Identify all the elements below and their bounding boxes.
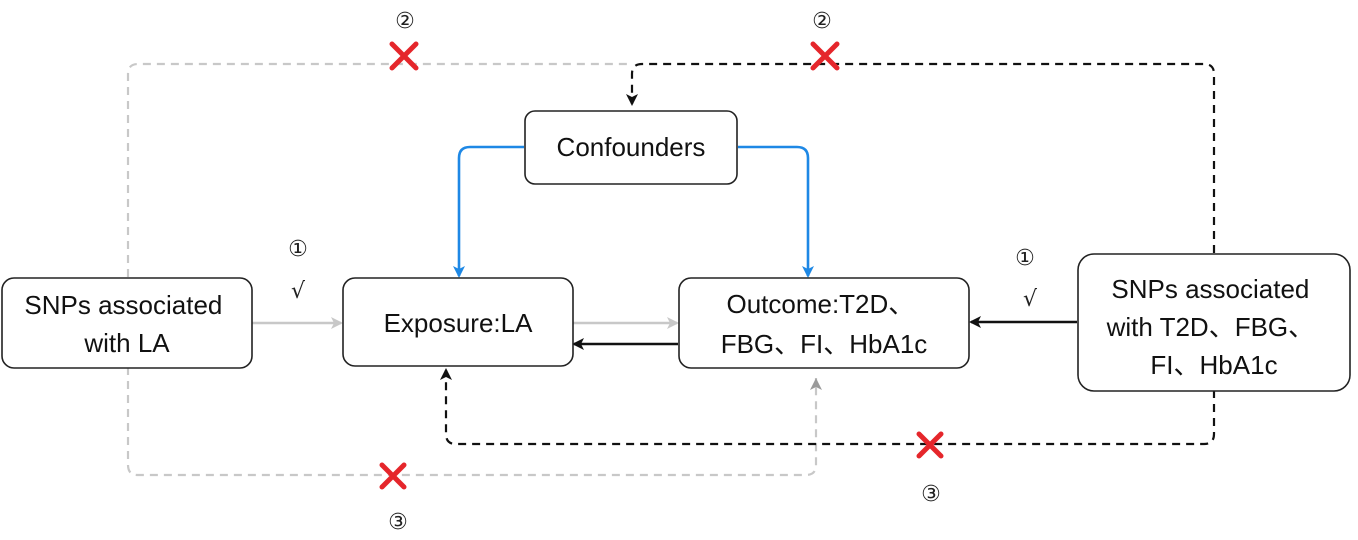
marker-one-right: ① <box>1015 246 1035 271</box>
marker-two-left: ② <box>395 9 415 34</box>
dashed-path-snp-outcome-to-confounders <box>626 62 1216 253</box>
svg-text:Confounders: Confounders <box>557 132 706 162</box>
node-exposure: Exposure:LA <box>342 277 574 367</box>
cross-icon <box>379 462 407 490</box>
marker-three-right: ③ <box>921 482 941 507</box>
dashed-path-snp-la-top <box>126 62 632 277</box>
marker-one-left: ① <box>288 237 308 262</box>
cross-icon <box>389 41 419 71</box>
dashed-path-snp-la-bottom <box>126 367 818 477</box>
svg-text:Outcome:T2D、 FBG、FI、HbA1: Outcome:T2D、 FBG、FI、HbA1c <box>721 289 928 359</box>
arrow-confounders-to-exposure <box>453 145 524 278</box>
svg-text:SNPs associated with T2D: SNPs associated with T2D、FBG、 FI、HbA1c <box>1106 274 1322 380</box>
node-snps-la: SNPs associated with LA <box>1 277 253 369</box>
svg-text:Exposure:LA: Exposure:LA <box>384 308 534 338</box>
marker-three-left: ③ <box>388 510 408 535</box>
check-mark-right: √ <box>1023 287 1038 312</box>
marker-two-right: ② <box>812 9 832 34</box>
arrow-confounders-to-outcome <box>738 145 814 278</box>
svg-text:SNPs associated with LA: SNPs associated with LA <box>24 290 229 358</box>
node-outcome: Outcome:T2D、 FBG、FI、HbA1c <box>678 277 970 369</box>
node-snps-outcome: SNPs associated with T2D、FBG、 FI、HbA1c <box>1077 253 1351 392</box>
check-mark-left: √ <box>291 279 306 304</box>
cross-icon <box>916 431 944 459</box>
cross-icon <box>810 41 840 71</box>
node-confounders: Confounders <box>524 110 738 185</box>
dashed-path-snp-outcome-to-exposure <box>440 368 1216 446</box>
